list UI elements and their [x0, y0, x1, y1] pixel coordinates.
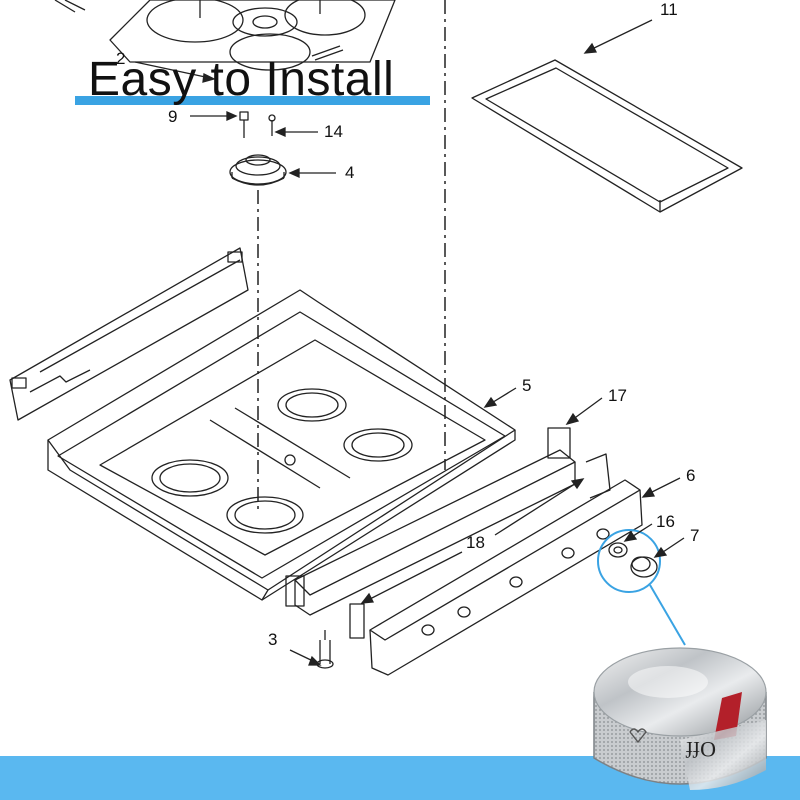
leader-3 [289, 649, 322, 666]
label-part-18: 18 [466, 533, 485, 552]
label-part-11: 11 [660, 0, 678, 19]
label-part-16: 16 [656, 512, 675, 531]
magnifier-circle [597, 529, 661, 593]
leader-18-down [360, 551, 463, 604]
knob-parts [608, 542, 658, 578]
cooktop-tray [47, 289, 516, 601]
label-part-5: 5 [522, 376, 532, 395]
leader-11 [583, 19, 653, 54]
trim-frame [471, 59, 743, 213]
burner-assembly [229, 111, 287, 186]
label-part-6: 6 [686, 466, 696, 485]
headline: Easy to Install [88, 53, 395, 106]
label-part-9: 9 [168, 107, 178, 126]
headline-underline-bar [75, 96, 430, 105]
label-part-2: 2 [116, 49, 126, 68]
leader-2 [134, 61, 216, 83]
knob-off-marking: Off [685, 737, 716, 762]
leader-9 [190, 110, 238, 122]
magnifier-connector [649, 584, 686, 646]
leader-6 [641, 477, 681, 498]
label-part-3: 3 [268, 630, 278, 649]
knob-closeup: Off [593, 647, 767, 790]
leader-18-up [494, 478, 585, 536]
leader-16 [623, 523, 653, 542]
label-part-14: 14 [324, 122, 343, 141]
control-panel [369, 479, 643, 676]
leader-14 [274, 126, 318, 138]
leader-17 [565, 397, 603, 426]
leader-4 [288, 167, 336, 179]
label-part-7: 7 [690, 526, 700, 545]
label-part-17: 17 [608, 386, 627, 405]
label-part-4: 4 [345, 163, 355, 182]
leader-5 [483, 387, 517, 408]
rear-panel [9, 247, 249, 421]
cooktop-glass [54, 0, 396, 71]
leader-7 [653, 537, 685, 558]
screw-3 [316, 630, 334, 669]
